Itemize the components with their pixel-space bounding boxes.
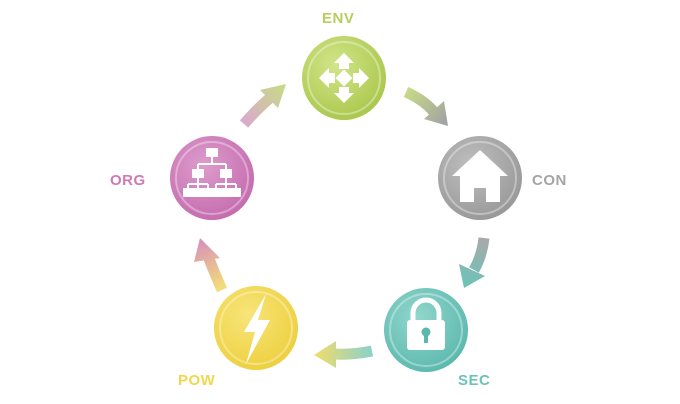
org-chart-icon [183, 148, 241, 197]
node-pow [214, 286, 298, 370]
label-pow: POW [178, 372, 216, 389]
arrow-con-to-sec [459, 237, 490, 288]
crossroads-arrows-icon [319, 53, 369, 103]
label-con: CON [532, 172, 567, 189]
lightning-bolt-icon [244, 294, 270, 364]
label-org: ORG [110, 172, 146, 189]
node-sec [384, 288, 468, 372]
arrow-env-to-con [403, 86, 448, 126]
node-env [302, 36, 386, 120]
label-sec: SEC [458, 372, 491, 389]
label-env: ENV [322, 10, 355, 27]
padlock-icon [407, 297, 445, 350]
arrow-sec-to-pow [314, 341, 374, 368]
arrow-org-to-env [239, 84, 286, 128]
node-con [438, 136, 522, 220]
node-org [170, 136, 254, 220]
house-icon [452, 150, 508, 202]
arrow-pow-to-org [194, 238, 228, 293]
